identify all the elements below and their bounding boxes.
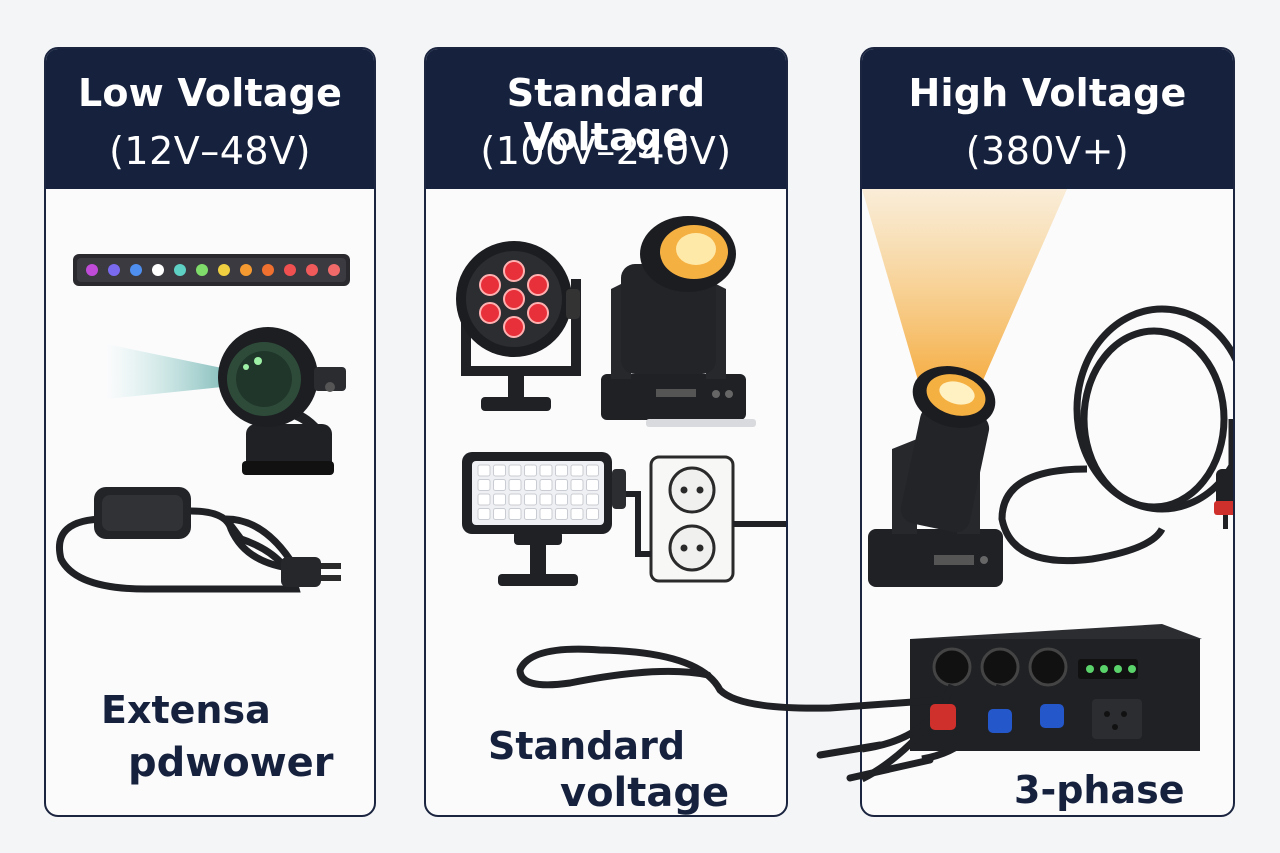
led-dot — [218, 264, 230, 276]
panel-led-cell — [586, 479, 599, 491]
standard-voltage-art — [456, 216, 786, 586]
panel-led-cell — [555, 508, 568, 520]
led-dot — [196, 264, 208, 276]
par-led — [479, 302, 501, 324]
high-power-moving-head-icon — [862, 189, 1067, 587]
led-dot — [262, 264, 274, 276]
panel-led-cell — [586, 464, 599, 477]
led-par-can-icon — [456, 241, 581, 411]
low-voltage-caption-line1: Extensa — [101, 688, 271, 732]
mini-spotlight-icon — [106, 327, 346, 475]
low-voltage-range: (12V–48V) — [109, 129, 311, 173]
power-adapter-icon — [56, 487, 341, 593]
led-dot — [108, 264, 120, 276]
panel-led-cell — [508, 493, 522, 506]
panel-led-cell — [524, 464, 537, 477]
panel-led-cell — [570, 508, 584, 520]
led-dot — [86, 264, 98, 276]
par-led — [527, 274, 549, 296]
panel-led-cell — [493, 464, 506, 477]
standard-voltage-header: Standard Voltage (100V–240V) — [426, 49, 786, 189]
panel-led-cell — [508, 464, 522, 477]
led-dot — [130, 264, 142, 276]
low-voltage-caption-line2: pdwower — [128, 740, 334, 786]
panel-led-cell — [477, 493, 491, 506]
high-voltage-range: (380V+) — [965, 129, 1130, 173]
rgb-led-strip-icon — [73, 254, 350, 286]
par-led — [503, 260, 525, 282]
panel-led-cell — [539, 493, 553, 506]
standard-voltage-panel: Standard Voltage (100V–240V) — [424, 47, 788, 817]
panel-led-cell — [539, 508, 553, 520]
panel-led-cell — [493, 479, 506, 491]
low-voltage-header: Low Voltage (12V–48V) — [46, 49, 374, 189]
panel-led-cell — [477, 464, 491, 477]
panel-led-cell — [570, 493, 584, 506]
panel-led-cell — [586, 508, 599, 520]
high-voltage-art — [862, 189, 1233, 783]
standard-voltage-range: (100V–240V) — [480, 129, 732, 173]
panel-led-cell — [539, 464, 553, 477]
par-led — [527, 302, 549, 324]
high-voltage-title: High Voltage — [908, 71, 1187, 115]
high-voltage-header: High Voltage (380V+) — [862, 49, 1233, 189]
standard-voltage-title: Standard Voltage — [506, 71, 706, 159]
par-led — [479, 274, 501, 296]
led-dot — [306, 264, 318, 276]
par-led — [503, 316, 525, 338]
power-distribution-box-icon — [862, 624, 1202, 783]
led-dot — [240, 264, 252, 276]
high-voltage-panel: High Voltage (380V+) — [860, 47, 1235, 817]
panel-led-cell — [493, 508, 506, 520]
red-plug-icon — [1214, 469, 1233, 529]
led-dot — [152, 264, 164, 276]
panel-led-cell — [477, 479, 491, 491]
standard-voltage-caption-line2: voltage — [560, 770, 730, 816]
led-dot — [328, 264, 340, 276]
panel-led-cell — [570, 464, 584, 477]
moving-head-icon — [601, 216, 756, 427]
panel-led-cell — [524, 508, 537, 520]
panel-led-cell — [477, 508, 491, 520]
panel-led-cell — [493, 493, 506, 506]
standard-voltage-caption-line1: Standard — [488, 724, 686, 768]
panel-led-cell — [524, 479, 537, 491]
wall-outlet-icon — [626, 455, 735, 583]
high-voltage-caption: 3-phase — [1014, 768, 1185, 812]
panel-led-cell — [524, 493, 537, 506]
low-voltage-art — [56, 254, 350, 593]
panel-led-cell — [508, 508, 522, 520]
panel-led-cell — [555, 464, 568, 477]
led-dot — [174, 264, 186, 276]
panel-led-cell — [555, 493, 568, 506]
led-panel-light-icon — [462, 452, 626, 586]
panel-led-cell — [555, 479, 568, 491]
panel-led-cell — [508, 479, 522, 491]
low-voltage-panel: Low Voltage (12V–48V) — [44, 47, 376, 817]
panel-led-cell — [586, 493, 599, 506]
coiled-cable-icon — [998, 305, 1233, 565]
par-led — [503, 288, 525, 310]
led-dot — [284, 264, 296, 276]
low-voltage-title: Low Voltage — [77, 71, 343, 115]
panel-led-cell — [570, 479, 584, 491]
panel-led-cell — [539, 479, 553, 491]
